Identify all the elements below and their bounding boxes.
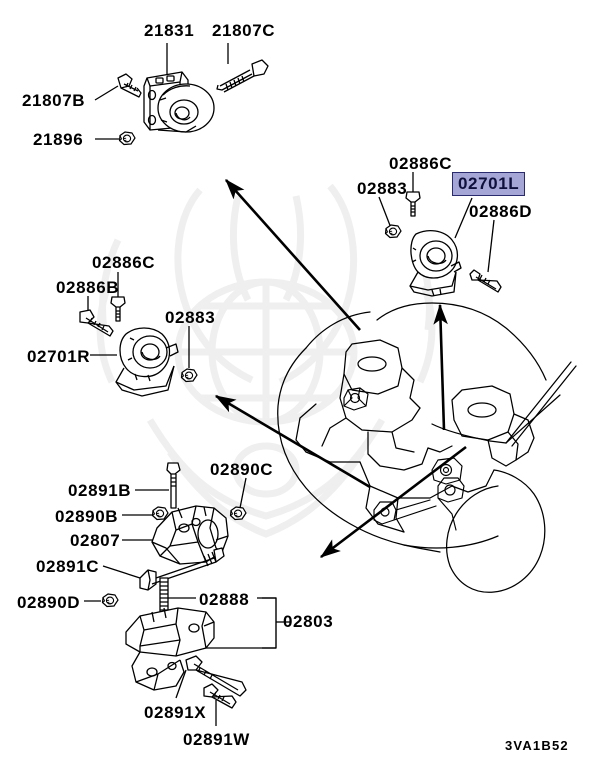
part-label-02883-mid[interactable]: 02883 (165, 308, 216, 327)
part-02886C-bolt-mid (110, 296, 126, 322)
bracket-02803 (262, 597, 277, 649)
part-label-02888[interactable]: 02888 (199, 590, 250, 609)
part-label-02886C-mid[interactable]: 02886C (92, 253, 156, 272)
leader-02883-top (378, 196, 392, 229)
leader-02701l (454, 197, 473, 239)
part-label-02891C[interactable]: 02891C (36, 557, 100, 576)
group-02803-crossmember (125, 577, 290, 726)
part-label-02883-top[interactable]: 02883 (357, 179, 408, 198)
leader-02891c (102, 565, 141, 579)
part-label-21896[interactable]: 21896 (33, 130, 84, 149)
part-21807C-bolt (216, 59, 269, 93)
part-label-02891X[interactable]: 02891X (144, 703, 207, 722)
part-label-02890D[interactable]: 02890D (17, 593, 81, 612)
part-02886D-bolt (469, 269, 502, 293)
arrow-to-mid-left (214, 394, 371, 489)
part-02890C-nut (229, 506, 247, 521)
watermark-crest (96, 183, 436, 538)
leader-02891x (175, 669, 187, 699)
arrow-to-lower-left (319, 445, 467, 559)
part-label-21807C[interactable]: 21807C (212, 21, 276, 40)
group-02701L-engine-mount-left (378, 172, 502, 297)
part-label-02701L-highlighted[interactable]: 02701L (452, 172, 526, 196)
group-21831-engine-mount-bracket (94, 43, 269, 146)
part-label-02803[interactable]: 02803 (283, 612, 334, 631)
group-02701R-engine-mount-right (79, 272, 198, 397)
part-21807B-bolt (117, 73, 142, 98)
part-02883-nut-mid (180, 368, 198, 383)
part-02890D-nut (101, 593, 119, 608)
part-label-02891W[interactable]: 02891W (183, 730, 250, 749)
part-02890B-nut (151, 506, 169, 521)
leader-02890c (239, 477, 247, 509)
part-02886B-bolt (79, 309, 114, 337)
part-label-02890B[interactable]: 02890B (55, 507, 119, 526)
part-label-02807[interactable]: 02807 (70, 531, 121, 550)
part-02883-nut-top (384, 224, 402, 239)
part-02803-body (125, 607, 215, 691)
part-label-02886B[interactable]: 02886B (56, 278, 120, 297)
leader-02886d (487, 219, 495, 273)
part-02701L-mount (409, 229, 462, 297)
part-02891C-through-bolt (139, 547, 225, 591)
part-02886C-bolt-top (405, 191, 421, 217)
arrow-to-upper-left (225, 179, 361, 331)
part-02891X-bolt (185, 655, 247, 697)
part-label-02886D[interactable]: 02886D (469, 202, 533, 221)
figure-code: 3VA1B52 (505, 738, 569, 753)
part-label-02891B[interactable]: 02891B (68, 481, 132, 500)
leader-21807b (94, 85, 119, 101)
part-02701R-mount (115, 327, 179, 397)
part-label-21831[interactable]: 21831 (144, 21, 195, 40)
part-label-02890C[interactable]: 02890C (210, 460, 274, 479)
part-02891W-bolt (203, 683, 237, 709)
callout-arrows (214, 179, 467, 559)
part-label-21807B[interactable]: 21807B (22, 91, 86, 110)
part-label-02886C-top[interactable]: 02886C (389, 154, 453, 173)
arrow-to-mount-left (433, 303, 448, 431)
part-02891B-bolt (166, 462, 181, 509)
part-label-02701R[interactable]: 02701R (27, 347, 91, 366)
group-02807-transmission-mount (84, 462, 247, 608)
part-21896-nut (118, 131, 136, 146)
